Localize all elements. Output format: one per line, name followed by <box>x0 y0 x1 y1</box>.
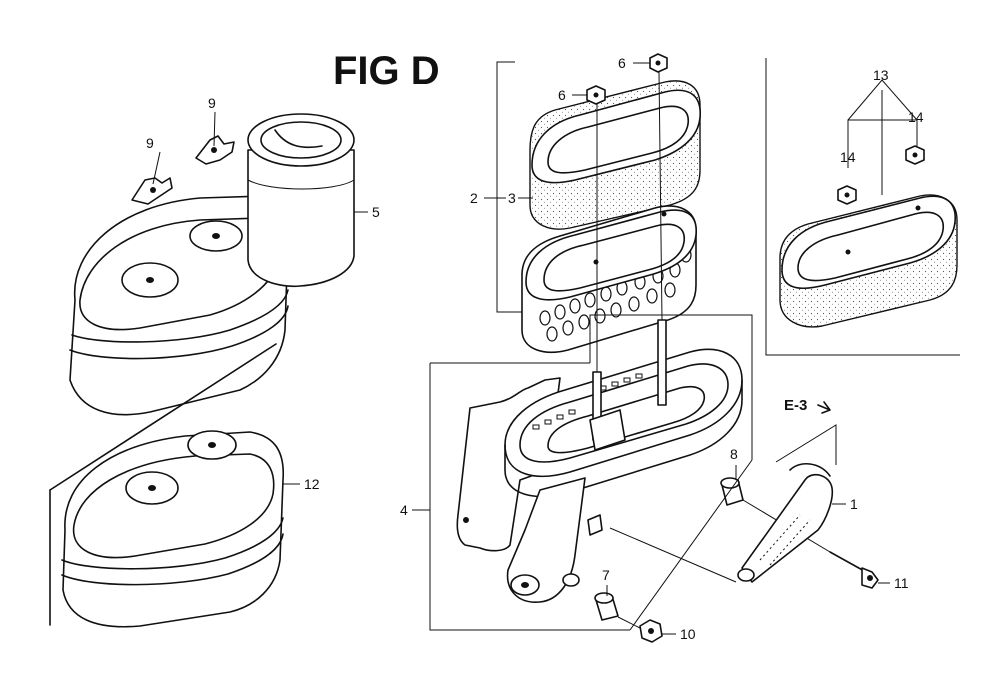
section-reference: E-3 <box>784 397 807 414</box>
callout-2: 2 <box>470 190 478 206</box>
callout-8: 8 <box>730 446 738 462</box>
leader-9-left <box>152 151 161 185</box>
callout-9-left: 9 <box>146 135 154 151</box>
callout-9-right: 9 <box>208 95 216 111</box>
kit-nut-14-right <box>905 145 925 165</box>
kit-foam-element <box>779 194 958 328</box>
callout-14-right: 14 <box>908 109 924 125</box>
callout-7: 7 <box>602 567 610 583</box>
separator-line <box>49 343 277 491</box>
nut-6-lower <box>586 85 606 105</box>
paper-element <box>521 205 697 353</box>
air-cleaner-cover-lower <box>61 430 285 628</box>
callout-14-left: 14 <box>840 149 856 165</box>
callout-5: 5 <box>372 204 380 220</box>
foam-element <box>529 80 701 230</box>
flange-bolt-11 <box>829 551 879 589</box>
leader-9-right <box>213 111 216 147</box>
air-cleaner-base <box>456 319 743 603</box>
wing-nut-left <box>131 177 173 205</box>
callout-6-upper: 6 <box>618 55 626 71</box>
figure-title: FIG D <box>333 49 440 93</box>
bracket-base-assembly <box>429 363 630 631</box>
kit-box-border <box>765 58 960 356</box>
flange-nut-10 <box>639 619 663 643</box>
callout-12: 12 <box>304 476 320 492</box>
collar-7 <box>594 592 619 621</box>
callout-13: 13 <box>873 67 889 83</box>
nut-6-upper <box>649 53 668 73</box>
callout-1: 1 <box>850 496 858 512</box>
callout-6-lower: 6 <box>558 87 566 103</box>
bracket-element-set <box>496 61 525 313</box>
kit-nut-14-left <box>837 185 857 205</box>
breather-tube <box>737 463 834 583</box>
intake-duct <box>247 113 355 288</box>
callout-3: 3 <box>508 190 516 206</box>
collar-8 <box>720 477 744 506</box>
callout-10: 10 <box>680 626 696 642</box>
callout-4: 4 <box>400 502 408 518</box>
callout-11: 11 <box>894 575 909 591</box>
wing-nut-right <box>195 135 235 165</box>
section-reference-arrow <box>817 401 831 414</box>
